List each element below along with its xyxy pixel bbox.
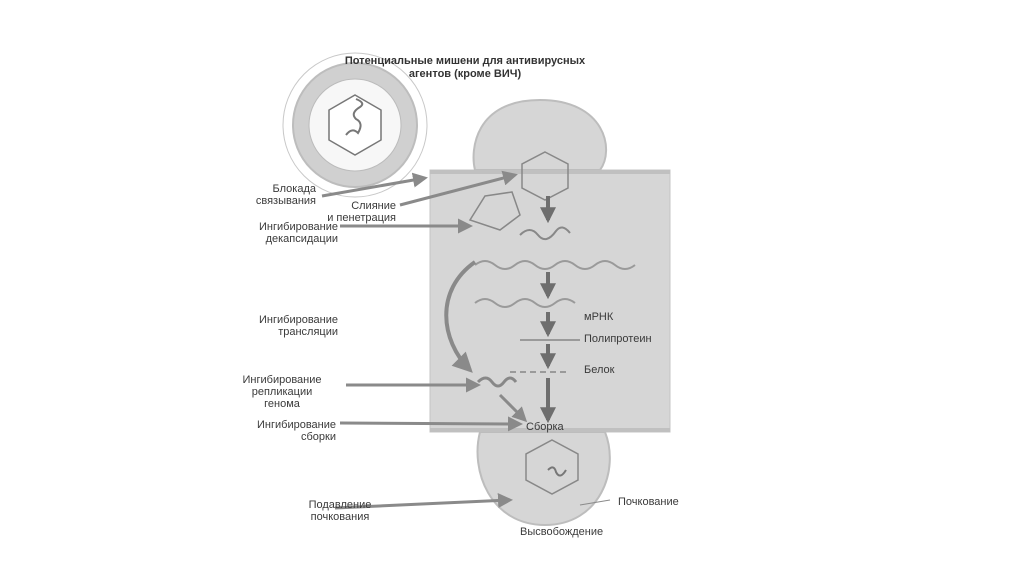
label-budding-suppression: Подавление почкования <box>308 499 372 523</box>
label-uncoating: Ингибирование декапсидации <box>259 221 338 245</box>
capsid-uncoating <box>468 191 521 231</box>
label-assembly-inhibition: Ингибирование сборки <box>257 419 336 443</box>
label-replication: Ингибирование репликации генома <box>242 374 322 410</box>
capsid-top <box>521 151 569 201</box>
label-assembly: Сборка <box>526 421 564 433</box>
label-release: Высвобождение <box>520 526 604 538</box>
target-arrows <box>321 170 523 510</box>
to-assembly-arrow <box>498 393 528 423</box>
genome-in-capsid <box>547 466 567 477</box>
free-virion <box>282 52 428 198</box>
replicating-genome <box>476 376 518 388</box>
diagram-title: Потенциальные мишени для антивирусных аг… <box>344 55 586 80</box>
replication-arrow <box>444 260 477 373</box>
uncoated-genome <box>519 226 571 241</box>
label-protein: Белок <box>584 364 615 376</box>
label-binding: Блокада связывания <box>255 183 316 207</box>
rna-strand-1 <box>474 260 636 270</box>
label-mrna: мРНК <box>584 311 614 323</box>
rna-strand-2 <box>474 298 576 308</box>
capsid-bottom <box>525 439 579 495</box>
label-budding: Почкование <box>618 496 679 508</box>
label-translation: Ингибирование трансляции <box>259 314 338 338</box>
budding-pointer <box>579 499 611 506</box>
label-fusion: Слияние и пенетрация <box>327 200 396 224</box>
label-polyprotein: Полипротеин <box>584 333 652 345</box>
